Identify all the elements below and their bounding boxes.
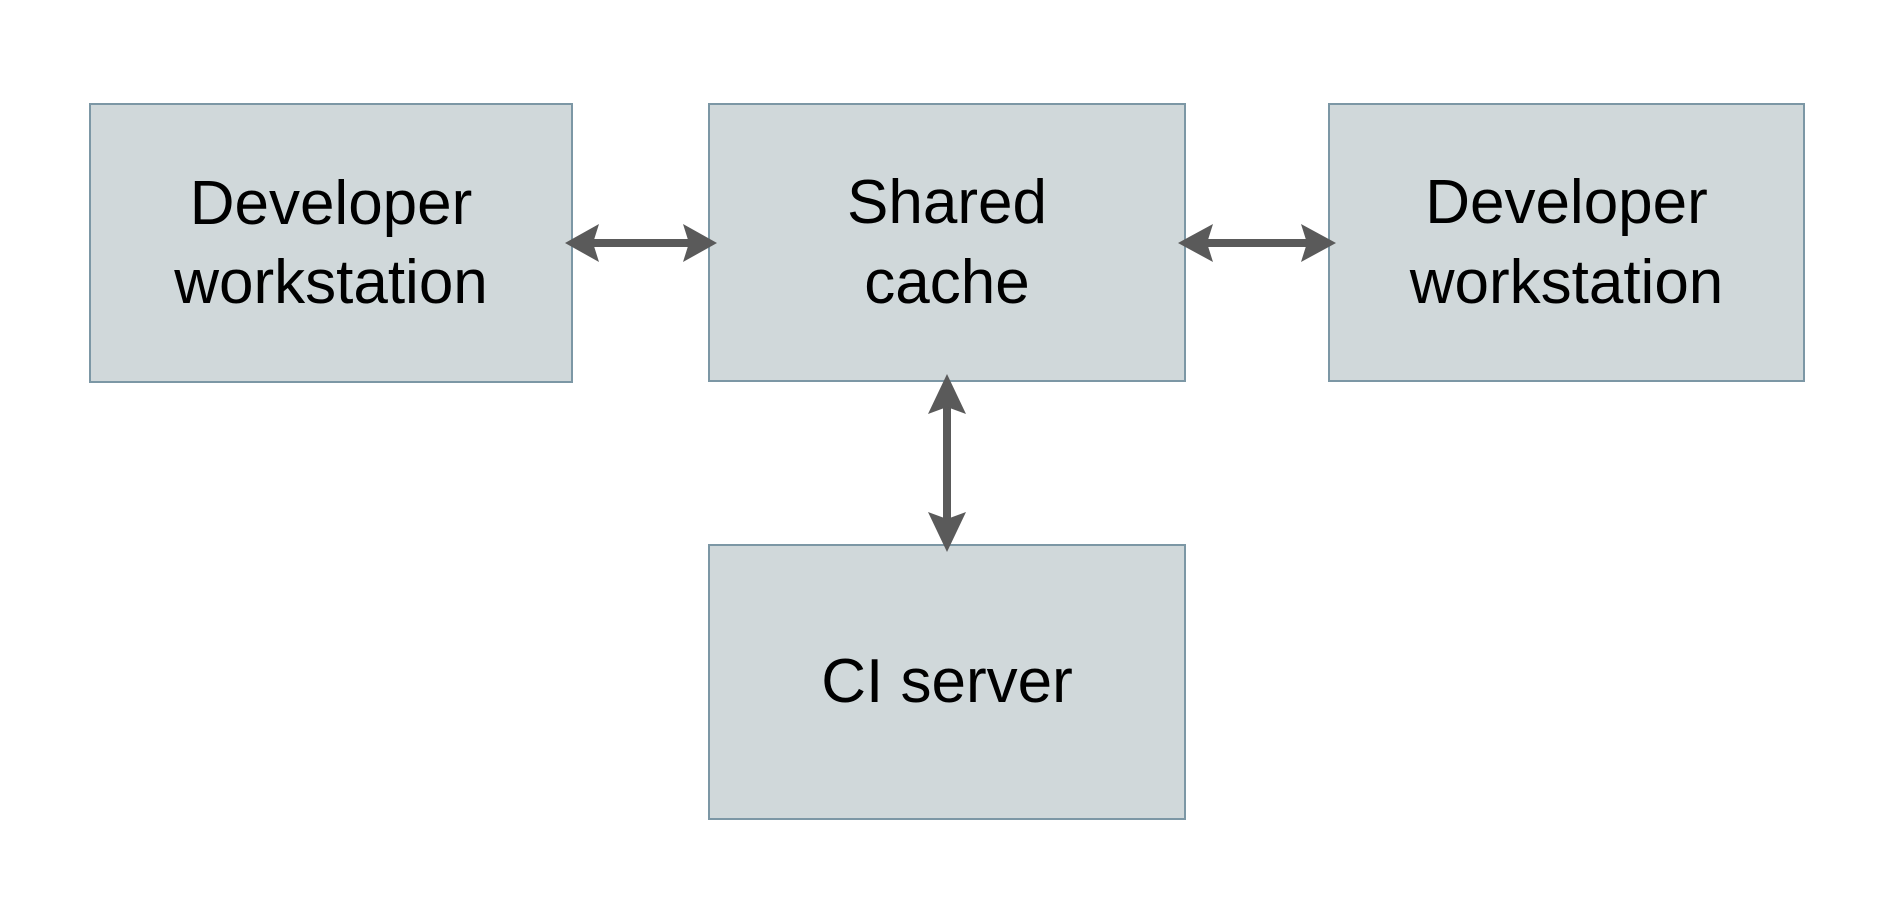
node-shared-cache[interactable]: Shared cache	[708, 103, 1186, 382]
node-developer-workstation-left[interactable]: Developer workstation	[89, 103, 573, 383]
edge-shared-cache-to-developer-right[interactable]	[1178, 212, 1336, 274]
node-label: Shared cache	[847, 168, 1047, 317]
node-ci-server[interactable]: CI server	[708, 544, 1186, 820]
node-label: CI server	[821, 647, 1073, 717]
edge-developer-left-to-shared-cache[interactable]	[565, 212, 717, 274]
double-arrow-horizontal-icon	[1178, 224, 1336, 262]
node-label: Developer workstation	[1409, 168, 1724, 317]
edge-shared-cache-to-ci-server[interactable]	[916, 374, 978, 552]
double-arrow-horizontal-icon	[565, 224, 717, 262]
node-label: Developer workstation	[174, 168, 488, 317]
double-arrow-vertical-icon	[928, 374, 966, 552]
node-developer-workstation-right[interactable]: Developer workstation	[1328, 103, 1805, 382]
